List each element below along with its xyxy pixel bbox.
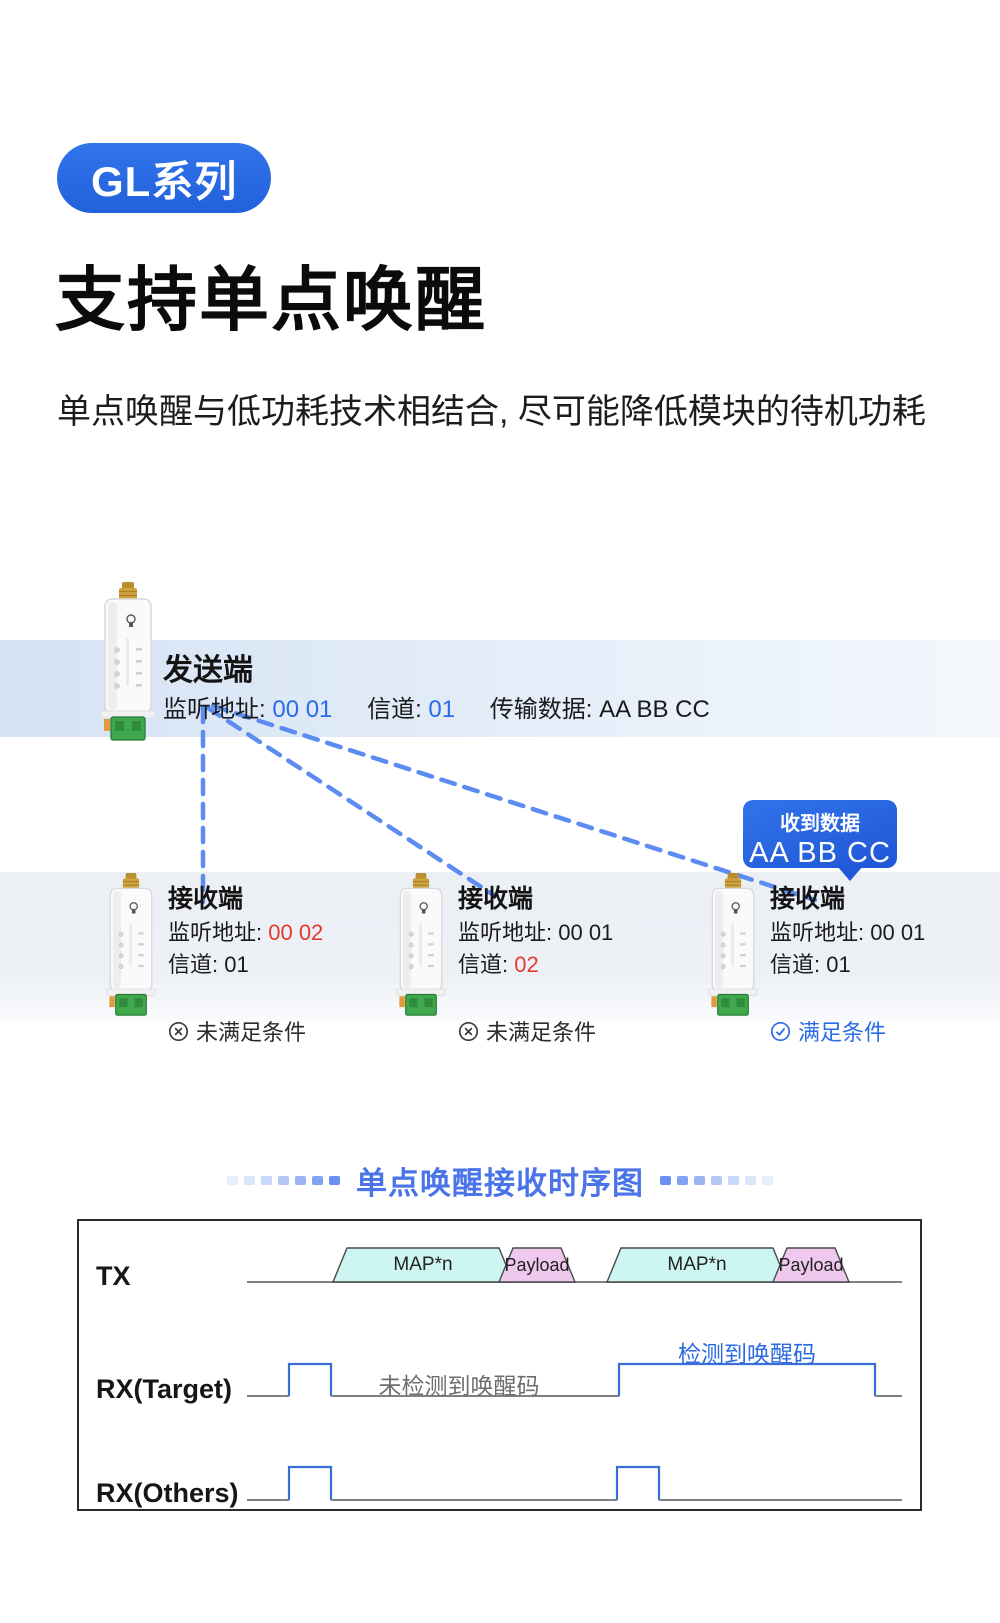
listen-addr-label: 监听地址: xyxy=(163,696,273,723)
transmitter-meta: 监听地址: 00 01 信道: 01 传输数据: AA BB CC xyxy=(163,689,710,724)
circle-x-icon xyxy=(168,1021,189,1041)
map-segment-label-2: MAP*n xyxy=(667,1254,727,1275)
payload-segment-label-1: Payload xyxy=(504,1255,570,1275)
receiver-2-status-text: 未满足条件 xyxy=(486,1020,597,1045)
timing-section-header: 单点唤醒接收时序图 xyxy=(0,1160,1000,1201)
detected-annotation: 检测到唤醒码 xyxy=(678,1341,816,1367)
channel-label: 信道: xyxy=(367,696,429,723)
receiver-3-status: 满足条件 xyxy=(770,1015,886,1047)
row-label-rx-others: RX(Others) xyxy=(96,1478,239,1508)
bubble-tail xyxy=(837,866,863,881)
bubble-value: AA BB CC xyxy=(749,837,891,869)
receiver-3-device-image xyxy=(708,873,758,1016)
row-label-rx-target: RX(Target) xyxy=(96,1374,233,1404)
receiver-2-device-image xyxy=(396,873,446,1016)
receiver-1-addr: 监听地址: 00 02 xyxy=(168,915,323,947)
receiver-1-status: 未满足条件 xyxy=(168,1015,306,1047)
signal-dashed-lines xyxy=(200,703,818,905)
receiver-2-channel-label: 信道: xyxy=(458,952,515,977)
receiver-1-device-image xyxy=(106,873,156,1016)
receiver-1-channel-label: 信道: xyxy=(168,952,225,977)
left-dashes-decoration xyxy=(227,1175,340,1185)
receiver-1-name: 接收端 xyxy=(168,885,244,913)
subtitle: 单点唤醒与低功耗技术相结合, 尽可能降低模块的待机功耗 xyxy=(57,393,926,431)
receiver-2-addr-label: 监听地址: xyxy=(458,920,559,945)
transmitter-name: 发送端 xyxy=(163,654,253,687)
not-detected-annotation: 未检测到唤醒码 xyxy=(378,1373,540,1399)
receiver-2-addr: 监听地址: 00 01 xyxy=(458,915,613,947)
map-segment-label-1: MAP*n xyxy=(393,1254,453,1275)
right-dashes-decoration xyxy=(660,1175,773,1185)
data-value: AA BB CC xyxy=(599,696,710,723)
receiver-3-channel-label: 信道: xyxy=(770,952,827,977)
bubble-title: 收到数据 xyxy=(780,813,860,835)
receiver-1-addr-value: 00 02 xyxy=(268,920,324,945)
dashed-link-receiver-2 xyxy=(205,705,498,899)
data-label: 传输数据: xyxy=(489,696,600,723)
dashed-link-receiver-3 xyxy=(210,703,818,903)
series-badge: GL系列 xyxy=(57,143,272,213)
receiver-3-channel: 信道: 01 xyxy=(770,947,851,979)
receiver-3-name: 接收端 xyxy=(770,885,846,913)
receiver-2-channel: 信道: 02 xyxy=(458,947,539,979)
circle-check-icon xyxy=(770,1021,791,1041)
receiver-3-addr-label: 监听地址: xyxy=(770,920,871,945)
received-data-bubble: 收到数据 AA BB CC xyxy=(743,800,897,881)
circle-x-icon xyxy=(458,1021,479,1041)
receiver-2-addr-value: 00 01 xyxy=(558,920,614,945)
row-label-tx: TX xyxy=(96,1261,131,1291)
receiver-2-status: 未满足条件 xyxy=(458,1015,596,1047)
receiver-1-channel: 信道: 01 xyxy=(168,947,249,979)
timing-diagram: TX RX(Target) RX(Others) MAP*n Payload M… xyxy=(77,1219,922,1511)
transmitter-highlight-band xyxy=(0,640,1000,737)
receiver-1-channel-value: 01 xyxy=(224,952,249,977)
receiver-3-channel-value: 01 xyxy=(826,952,851,977)
receiver-3-addr: 监听地址: 00 01 xyxy=(770,915,925,947)
timing-section-title: 单点唤醒接收时序图 xyxy=(356,1165,644,1201)
listen-addr-value: 00 01 xyxy=(272,696,333,723)
receivers-highlight-band xyxy=(0,872,1000,1022)
receiver-3-addr-value: 00 01 xyxy=(870,920,926,945)
receiver-2-channel-value: 02 xyxy=(514,952,539,977)
channel-value: 01 xyxy=(428,696,456,723)
receiver-1-addr-label: 监听地址: xyxy=(168,920,269,945)
receiver-3-status-text: 满足条件 xyxy=(798,1020,887,1045)
receiver-1-status-text: 未满足条件 xyxy=(196,1020,307,1045)
transmitter-device-image xyxy=(100,582,156,741)
page-title: 支持单点唤醒 xyxy=(55,261,487,339)
timing-waveforms xyxy=(247,1247,902,1501)
payload-segment-label-2: Payload xyxy=(778,1255,844,1275)
receiver-2-name: 接收端 xyxy=(458,885,534,913)
